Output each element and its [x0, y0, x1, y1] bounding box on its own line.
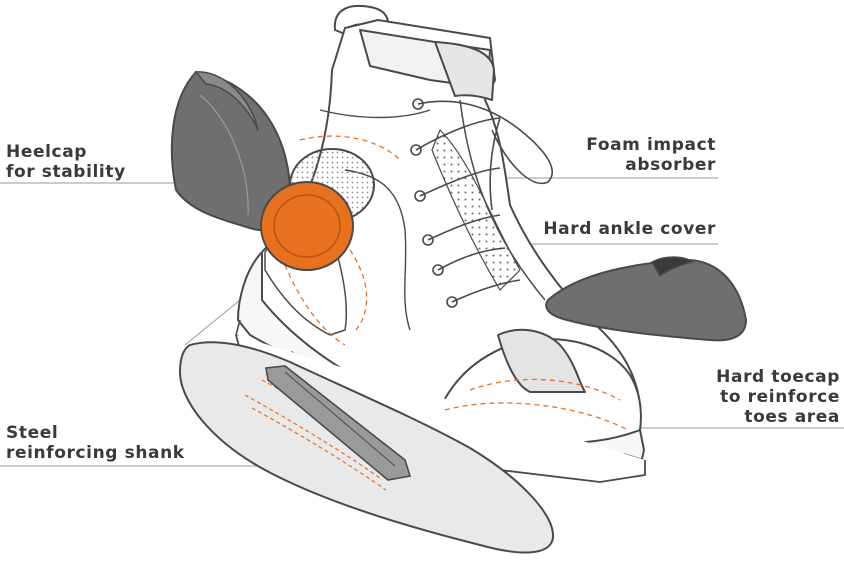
toecap-label-line2: to reinforce — [720, 387, 840, 407]
steel-shank — [265, 365, 412, 481]
toecap-label-line3: toes area — [744, 407, 840, 427]
foam-label: Foam impact absorber — [586, 135, 716, 175]
ankle-cover-part — [260, 181, 354, 271]
foam-label-line1: Foam impact — [586, 135, 716, 155]
boot-body — [235, 4, 646, 483]
toecap-part — [545, 256, 748, 342]
heelcap-label-line2: for stability — [6, 162, 126, 182]
shank-label-line1: Steel — [6, 423, 59, 443]
toecap-label-line1: Hard toecap — [716, 367, 840, 387]
shank-label: Steel reinforcing shank — [6, 423, 185, 463]
foam-label-line2: absorber — [625, 155, 716, 175]
shank-label-line2: reinforcing shank — [6, 443, 185, 463]
internal-stitching — [284, 135, 629, 431]
ankle-label: Hard ankle cover — [543, 219, 716, 239]
insole-part — [178, 341, 555, 554]
heelcap-label: Heelcap for stability — [6, 142, 126, 182]
laces — [410, 98, 553, 308]
ankle-label-line1: Hard ankle cover — [543, 219, 716, 239]
heelcap-part — [170, 70, 292, 232]
heelcap-label-line1: Heelcap — [6, 142, 88, 162]
insole-connector — [184, 299, 241, 346]
toecap-label: Hard toecap to reinforce toes area — [716, 367, 840, 427]
